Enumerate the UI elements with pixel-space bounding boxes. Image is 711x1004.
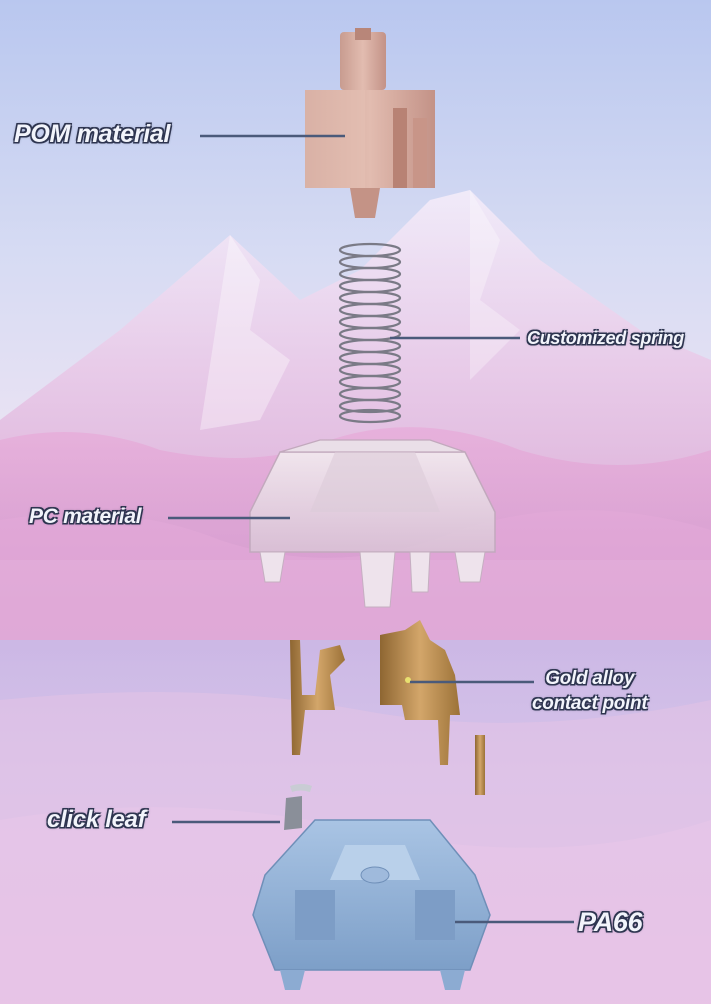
label-pa66: PA66 — [578, 907, 643, 937]
label-pc-material: PC material — [29, 505, 142, 528]
spring-icon — [338, 242, 402, 424]
stem-icon — [305, 28, 435, 218]
housing-icon — [249, 439, 496, 608]
label-pom-material: POM material — [14, 120, 171, 148]
label-gold-line1: Gold alloy — [545, 668, 635, 689]
click-leaf-icon — [284, 784, 312, 830]
contact-leaf-icon — [290, 620, 485, 795]
base-icon — [252, 819, 491, 990]
label-gold-alloy: Gold alloy contact point — [532, 666, 648, 716]
label-customized-spring: Customized spring — [527, 328, 684, 348]
label-gold-line2: contact point — [532, 693, 648, 714]
label-click-leaf: click leaf — [47, 806, 146, 833]
